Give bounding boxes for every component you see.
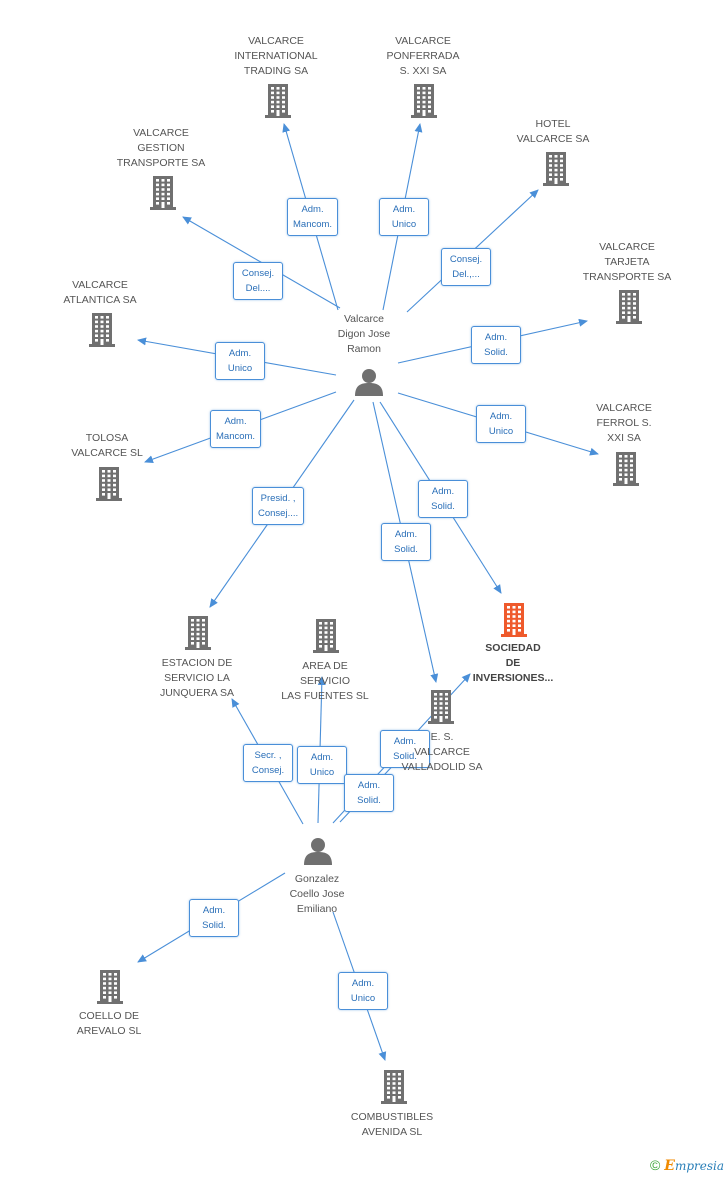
- node-label-valcarce-tarjeta[interactable]: VALCARCE TARJETA TRANSPORTE SA: [582, 241, 672, 283]
- node-label-valcarce-person[interactable]: Valcarce Digon Jose Ramon: [337, 313, 391, 355]
- edge-label[interactable]: Adm. Solid.: [189, 899, 239, 937]
- edge-label[interactable]: Adm. Solid.: [344, 774, 394, 812]
- node-label-es-valladolid[interactable]: E. S. VALCARCE VALLADOLID SA: [401, 731, 483, 773]
- edge-label[interactable]: Adm. Solid.: [380, 730, 430, 768]
- node-label-area-servicio[interactable]: AREA DE SERVICIO LAS FUENTES SL: [281, 660, 369, 702]
- edge-label[interactable]: Secr. , Consej.: [243, 744, 293, 782]
- brand-footer: ©Empresia: [650, 1157, 724, 1174]
- node-label-combustibles[interactable]: COMBUSTIBLES AVENIDA SL: [350, 1111, 434, 1138]
- node-label-valcarce-ponf[interactable]: VALCARCE PONFERRADA S. XXI SA: [386, 35, 460, 77]
- node-label-sociedad-inv[interactable]: SOCIEDAD DE INVERSIONES...: [472, 642, 554, 684]
- edge-label[interactable]: Adm. Solid.: [471, 326, 521, 364]
- node-label-valcarce-intl[interactable]: VALCARCE INTERNATIONAL TRADING SA: [234, 35, 318, 77]
- node-label-hotel-valcarce[interactable]: HOTEL VALCARCE SA: [516, 118, 590, 145]
- edge-label[interactable]: Presid. , Consej....: [252, 487, 305, 525]
- copyright-icon: ©: [649, 1157, 661, 1173]
- node-label-tolosa[interactable]: TOLOSA VALCARCE SL: [71, 432, 143, 459]
- edge-label[interactable]: Adm. Unico: [215, 342, 265, 380]
- node-label-estacion[interactable]: ESTACION DE SERVICIO LA JUNQUERA SA: [159, 657, 235, 699]
- node-label-gonzalez-person[interactable]: Gonzalez Coello Jose Emiliano: [289, 873, 345, 915]
- node-label-valcarce-gestion[interactable]: VALCARCE GESTION TRANSPORTE SA: [116, 127, 206, 169]
- brand-logo: Empresia: [664, 1158, 724, 1174]
- edge-label[interactable]: Adm. Unico: [476, 405, 526, 443]
- edge-label[interactable]: Consej. Del....: [233, 262, 283, 300]
- node-label-valcarce-ferrol[interactable]: VALCARCE FERROL S. XXI SA: [596, 402, 652, 444]
- edge-label[interactable]: Adm. Unico: [297, 746, 347, 784]
- edge-label[interactable]: Consej. Del.,...: [441, 248, 491, 286]
- edge-label[interactable]: Adm. Mancom.: [210, 410, 262, 448]
- node-label-valcarce-atlantica[interactable]: VALCARCE ATLANTICA SA: [63, 279, 137, 306]
- edge-label[interactable]: Adm. Mancom.: [287, 198, 339, 236]
- edge-label[interactable]: Adm. Solid.: [381, 523, 431, 561]
- edge-label[interactable]: Adm. Unico: [379, 198, 429, 236]
- node-label-coello-arevalo[interactable]: COELLO DE AREVALO SL: [76, 1010, 142, 1037]
- edge-label[interactable]: Adm. Solid.: [418, 480, 468, 518]
- edge-label[interactable]: Adm. Unico: [338, 972, 388, 1010]
